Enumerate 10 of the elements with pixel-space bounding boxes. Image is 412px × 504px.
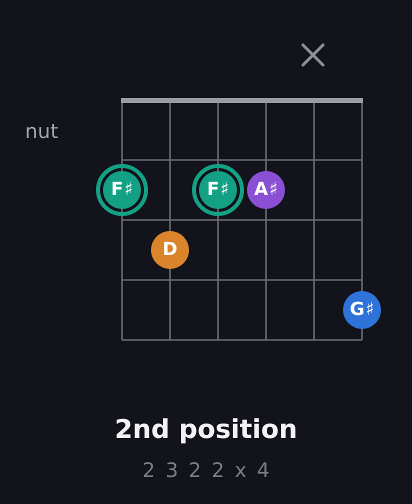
note-marker: F♯ [103, 171, 141, 209]
root-ring [192, 164, 244, 216]
note-marker: F♯ [199, 171, 237, 209]
nut-label: nut [25, 119, 58, 143]
root-ring [96, 164, 148, 216]
note-marker: A♯ [247, 171, 285, 209]
note-marker: D [151, 231, 189, 269]
fingering-text: 2 3 2 2 x 4 [141, 458, 273, 482]
position-title: 2nd position [114, 415, 298, 445]
note-marker: G♯ [343, 291, 381, 329]
